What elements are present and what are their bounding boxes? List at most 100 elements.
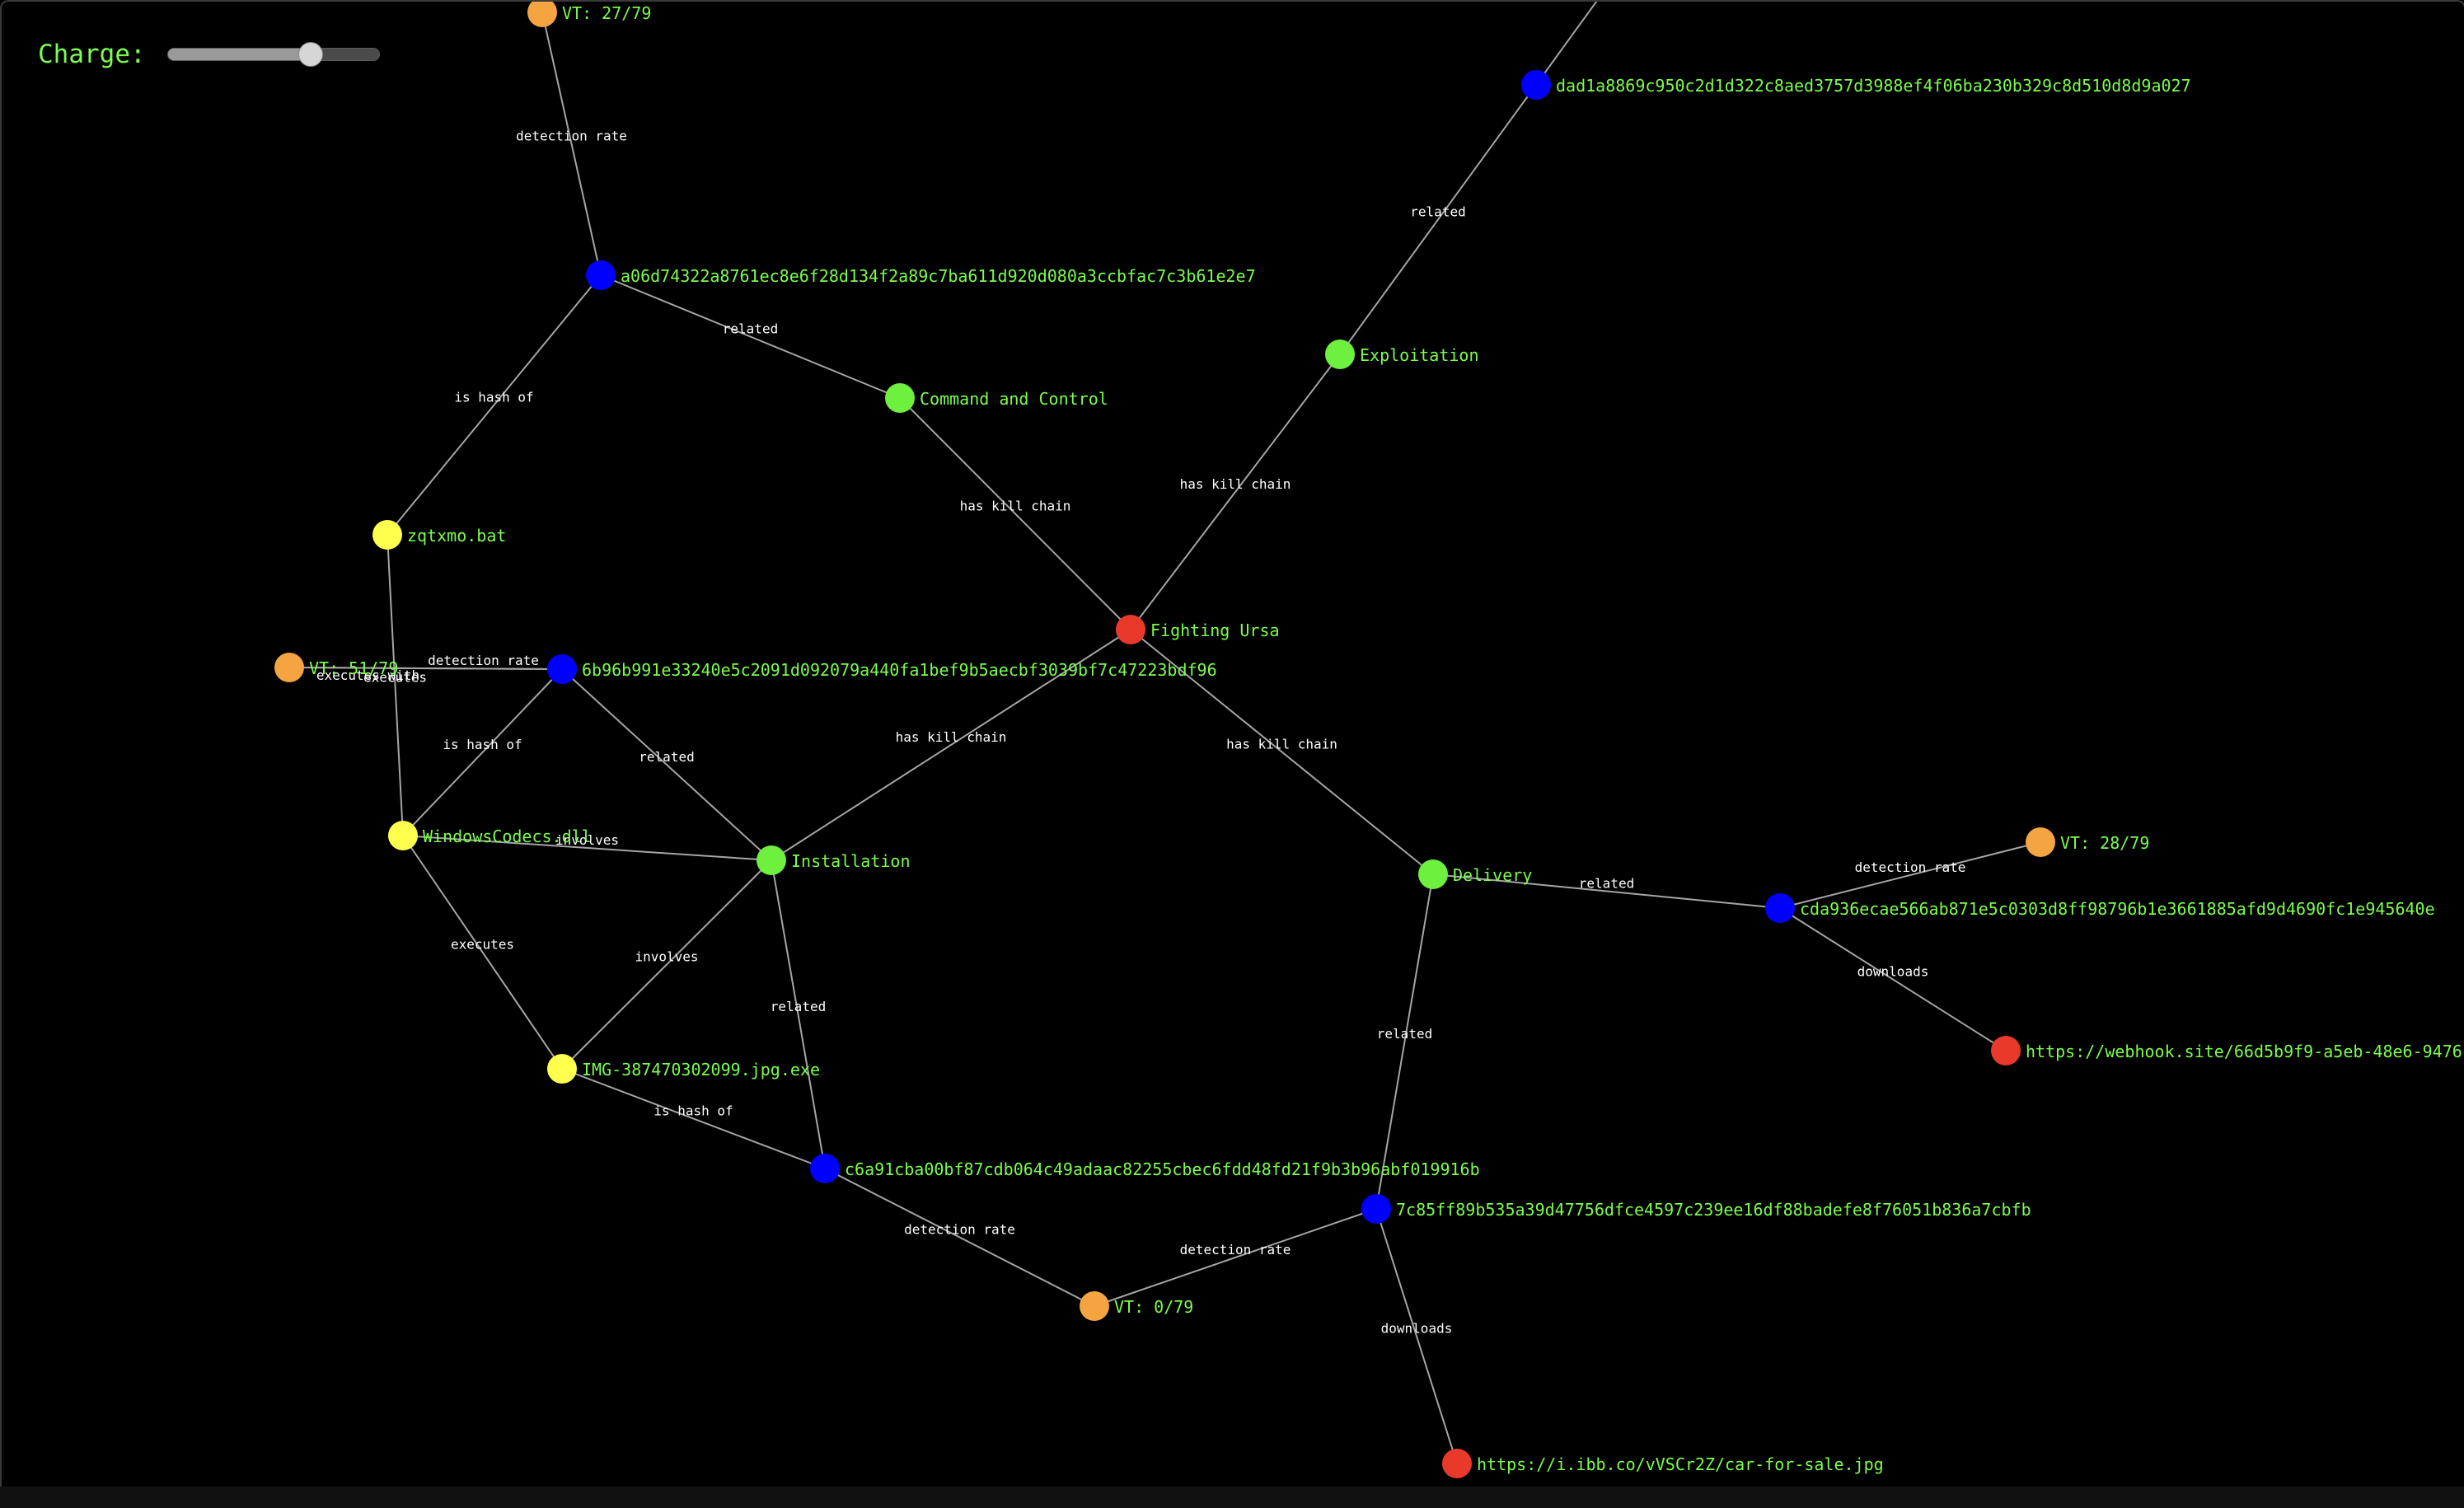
node-label: https://i.ibb.co/vVSCr2Z/car-for-sale.jp…: [1477, 1454, 1884, 1474]
node-label: dad1a8869c950c2d1d322c8aed3757d3988ef4f0…: [1556, 76, 2191, 96]
edge-label: related: [723, 321, 778, 337]
node-h_6b96[interactable]: 6b96b991e33240e5c2091d092079a440fa1bef9b…: [547, 654, 1217, 684]
file-node-circle[interactable]: [372, 520, 402, 550]
edge-label: related: [639, 749, 694, 765]
edge-label: executes with: [316, 667, 419, 683]
node-label: https://webhook.site/66d5b9f9-a5eb-48e6-…: [2026, 1042, 2462, 1061]
node-ibb[interactable]: https://i.ibb.co/vVSCr2Z/car-for-sale.jp…: [1442, 1449, 1884, 1478]
edge-label: is hash of: [653, 1103, 733, 1119]
edge-h_cda9-webhook: [1779, 907, 2007, 1051]
hash-node-circle[interactable]: [547, 654, 577, 684]
edge-label: detection rate: [904, 1222, 1015, 1238]
kill_chain-node-circle[interactable]: [1325, 340, 1355, 369]
node-label: Installation: [791, 851, 911, 871]
edge-h_dad1-exploit: [1339, 84, 1537, 355]
edge-img-install: [561, 859, 772, 1070]
node-label: VT: 28/79: [2060, 833, 2149, 853]
kill_chain-node-circle[interactable]: [885, 383, 915, 413]
node-label: VT: 0/79: [1114, 1297, 1193, 1317]
edge-exploit-ursa: [1130, 354, 1341, 630]
hash-node-circle[interactable]: [810, 1154, 840, 1183]
edge-label: executes: [451, 937, 514, 953]
node-cnc[interactable]: Command and Control: [885, 383, 1108, 413]
node-h_7c85[interactable]: 7c85ff89b535a39d47756dfce4597c239ee16df8…: [1361, 1194, 2031, 1224]
edge-h_6b96-install: [561, 668, 772, 861]
edge-label: detection rate: [428, 653, 539, 668]
edge-label: related: [771, 999, 826, 1014]
edges-layer: [288, 2, 2041, 1464]
node-label: 7c85ff89b535a39d47756dfce4597c239ee16df8…: [1396, 1200, 2031, 1220]
edge-label: is hash of: [443, 737, 522, 752]
charge-label: Charge:: [38, 40, 146, 69]
edge-offscreen: [1535, 2, 1598, 86]
edge-label: is hash of: [454, 390, 533, 405]
hash-node-circle[interactable]: [1765, 893, 1795, 923]
edge-label: has kill chain: [1180, 476, 1291, 492]
bottom-bar: [0, 1487, 2464, 1508]
file-node-circle[interactable]: [547, 1054, 577, 1084]
detection-node-circle[interactable]: [2026, 827, 2055, 857]
node-label: Fighting Ursa: [1150, 621, 1280, 640]
edge-label: related: [1377, 1026, 1432, 1042]
edge-label: has kill chain: [896, 729, 1007, 745]
edge-h_7c85-ibb: [1375, 1208, 1458, 1464]
edge-label: related: [1410, 204, 1465, 220]
node-install[interactable]: Installation: [757, 845, 911, 875]
node-label: Delivery: [1453, 865, 1532, 885]
hash-node-circle[interactable]: [1521, 70, 1551, 100]
edge-wcodecs-img: [402, 835, 563, 1070]
threat_actor-node-circle[interactable]: [1991, 1036, 2021, 1065]
node-h_cda9[interactable]: cda936ecae566ab871e5c0303d8ff98796b1e366…: [1765, 893, 2435, 923]
threat_actor-node-circle[interactable]: [1116, 615, 1145, 644]
edge-img-h_c6a9: [561, 1068, 826, 1169]
nodes-layer: VT: 27/79 a06d74322a8761ec8e6f28d134f2a89…: [274, 2, 2462, 1478]
node-label: WindowsCodecs.dll: [423, 827, 592, 846]
file-node-circle[interactable]: [388, 821, 418, 850]
detection-node-circle[interactable]: [527, 2, 557, 27]
edge-vt0-h_7c85: [1094, 1208, 1377, 1307]
node-h_dad1[interactable]: dad1a8869c950c2d1d322c8aed3757d3988ef4f0…: [1521, 70, 2191, 100]
detection-node-circle[interactable]: [274, 653, 304, 682]
node-delivery[interactable]: Delivery: [1418, 859, 1532, 889]
node-webhook[interactable]: https://webhook.site/66d5b9f9-a5eb-48e6-…: [1991, 1036, 2462, 1065]
node-vt51[interactable]: VT: 51/79: [274, 653, 398, 682]
node-img[interactable]: IMG-387470302099.jpg.exe: [547, 1054, 820, 1084]
edge-zqt-wcodecs: [386, 534, 404, 836]
edge-label: downloads: [1857, 964, 1929, 980]
kill_chain-node-circle[interactable]: [1418, 859, 1448, 889]
edge-h_a06d-cnc: [600, 274, 901, 399]
charge-slider[interactable]: [166, 47, 380, 62]
node-vt0[interactable]: VT: 0/79: [1080, 1291, 1193, 1321]
node-vt28[interactable]: VT: 28/79: [2026, 827, 2149, 857]
hash-node-circle[interactable]: [1361, 1194, 1391, 1224]
node-ursa[interactable]: Fighting Ursa: [1116, 615, 1280, 644]
node-label: Command and Control: [920, 389, 1108, 409]
edge-install-h_c6a9: [771, 859, 826, 1169]
node-h_a06d[interactable]: a06d74322a8761ec8e6f28d134f2a89c7ba611d9…: [586, 260, 1256, 290]
node-label: cda936ecae566ab871e5c0303d8ff98796b1e366…: [1800, 899, 2435, 919]
kill_chain-node-circle[interactable]: [757, 845, 786, 875]
node-label: a06d74322a8761ec8e6f28d134f2a89c7ba611d9…: [621, 266, 1256, 286]
hash-node-circle[interactable]: [586, 260, 616, 290]
threat_actor-node-circle[interactable]: [1442, 1449, 1472, 1478]
node-exploit[interactable]: Exploitation: [1325, 340, 1479, 369]
edge-label: involves: [555, 832, 619, 848]
node-vt27[interactable]: VT: 27/79: [527, 2, 651, 27]
edge-vt51-h_6b96: [288, 667, 563, 670]
detection-node-circle[interactable]: [1080, 1291, 1109, 1321]
edge-h_cda9-vt28: [1779, 841, 2041, 909]
node-label: VT: 27/79: [562, 3, 651, 23]
edge-labels-layer: detection rate related is hash of has kill …: [316, 129, 1966, 1337]
node-label: IMG-387470302099.jpg.exe: [582, 1060, 820, 1079]
edge-label: detection rate: [1855, 859, 1966, 875]
node-label: 6b96b991e33240e5c2091d092079a440fa1bef9b…: [582, 660, 1217, 680]
edge-h_6b96-wcodecs: [402, 668, 563, 836]
node-zqt[interactable]: zqtxmo.bat: [372, 520, 506, 550]
node-h_c6a9[interactable]: c6a91cba00bf87cdb064c49adaac82255cbec6fd…: [810, 1154, 1480, 1183]
edge-h_a06d-zqt: [386, 274, 602, 536]
node-wcodecs[interactable]: WindowsCodecs.dll: [388, 821, 592, 850]
edge-delivery-h_7c85: [1375, 873, 1434, 1210]
edge-h_c6a9-vt0: [824, 1168, 1095, 1307]
